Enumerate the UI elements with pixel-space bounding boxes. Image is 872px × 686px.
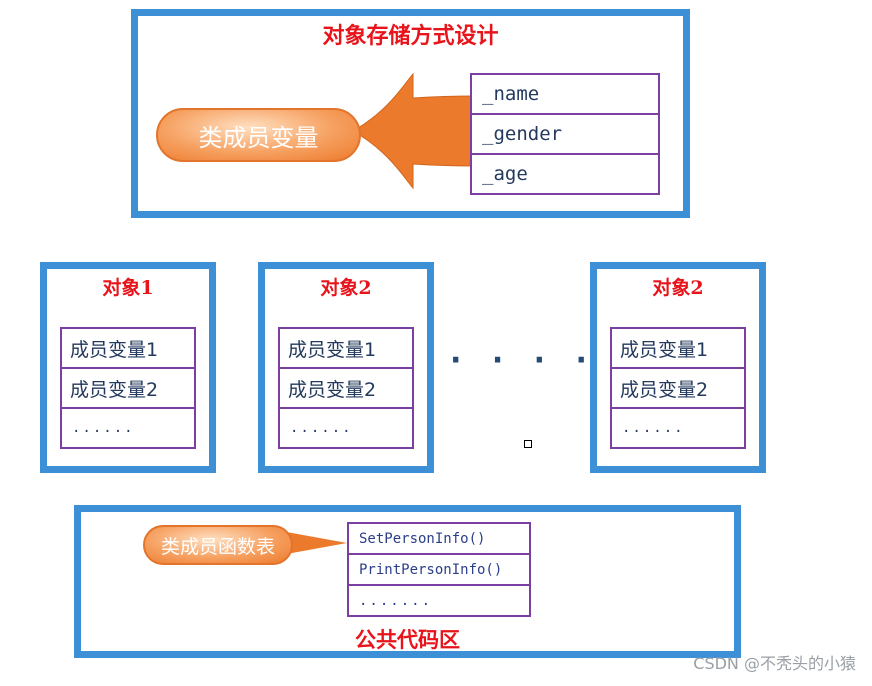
object-title: 对象1	[102, 277, 154, 299]
design-panel: 对象存储方式设计 类成员变量 _name _gender _age	[131, 9, 690, 218]
code-panel: 类成员函数表 SetPersonInfo() PrintPersonInfo()…	[74, 505, 741, 658]
object-member-row: ......	[278, 407, 414, 449]
design-panel-title: 对象存储方式设计	[322, 23, 499, 49]
object-box-1: 对象1 成员变量1 成员变量2 ......	[40, 262, 216, 473]
object-box-3: 对象2 成员变量1 成员变量2 ......	[590, 262, 766, 473]
member-variable-pill: 类成员变量	[156, 108, 361, 162]
tiny-square-marker	[524, 440, 532, 448]
callout-pointer-shape	[281, 531, 347, 555]
object-member-row: 成员变量1	[278, 327, 414, 369]
function-row: SetPersonInfo()	[347, 522, 531, 555]
object-member-row: ......	[610, 407, 746, 449]
object-box-2: 对象2 成员变量1 成员变量2 ......	[258, 262, 434, 473]
field-gender: _gender	[470, 113, 660, 155]
object-title: 对象2	[320, 277, 372, 299]
public-code-area-label: 公共代码区	[355, 628, 460, 652]
object-title: 对象2	[652, 277, 704, 299]
member-function-pill: 类成员函数表	[143, 525, 293, 565]
object-member-row: ......	[60, 407, 196, 449]
csdn-watermark: CSDN @不秃头的小猿	[693, 654, 856, 673]
object-member-row: 成员变量2	[610, 367, 746, 409]
function-row: PrintPersonInfo()	[347, 553, 531, 586]
object-member-row: 成员变量1	[60, 327, 196, 369]
field-age: _age	[470, 153, 660, 195]
object-member-row: 成员变量2	[278, 367, 414, 409]
object-member-row: 成员变量1	[610, 327, 746, 369]
function-row: .......	[347, 584, 531, 617]
object-member-row: 成员变量2	[60, 367, 196, 409]
field-name: _name	[470, 73, 660, 115]
